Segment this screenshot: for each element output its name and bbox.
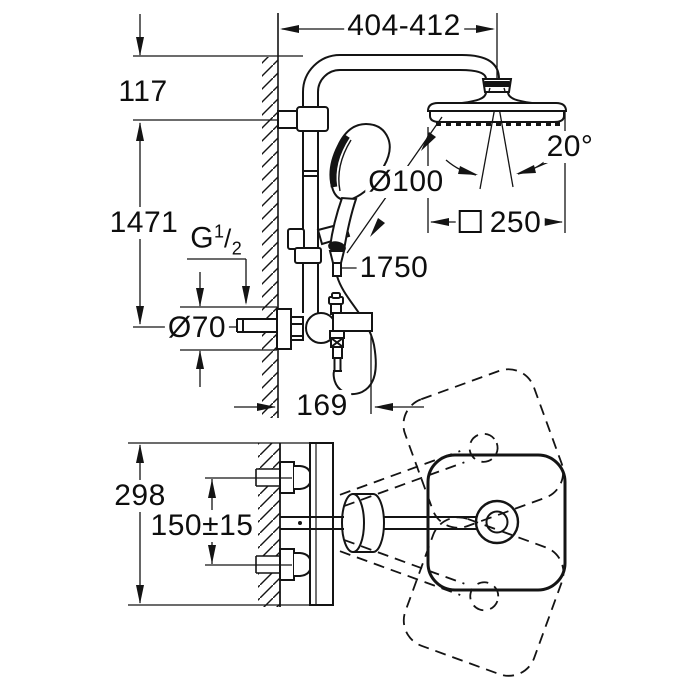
wall-section-front xyxy=(262,13,279,418)
head-shower xyxy=(426,78,568,126)
dim-arm-drop-label: 117 xyxy=(115,76,171,108)
spray-nozzles xyxy=(436,122,560,126)
dim-connection-spacing-label: 150±15 xyxy=(147,510,257,542)
dim-hose-length-label: 1750 xyxy=(356,252,432,284)
thread-numerator: 1 xyxy=(214,221,225,242)
dim-head-swivel-angle-label: 20° xyxy=(543,131,597,163)
dim-valve-total-width-label: 298 xyxy=(111,480,169,512)
dim-arm-reach-label: 404-412 xyxy=(344,10,464,42)
thread-size-label: G1/2 xyxy=(187,222,245,259)
head-shower-size-value: 250 xyxy=(489,206,542,239)
thread-prefix: G xyxy=(190,221,215,255)
swivel-range-dashed xyxy=(339,368,565,677)
dim-hand-shower-diameter-label: Ø100 xyxy=(365,166,447,198)
dim-escutcheon-diameter-label: Ø70 xyxy=(164,312,230,344)
rail-wall-bracket xyxy=(277,106,329,132)
wall-section-plan xyxy=(258,443,281,607)
hose-nut xyxy=(328,241,346,253)
front-view xyxy=(133,13,568,418)
dim-head-shower-size-label: 250 xyxy=(455,206,545,239)
plan-view xyxy=(128,368,567,677)
dimension-arrows-front xyxy=(136,25,563,411)
thermostat-plan xyxy=(279,442,477,606)
hand-shower-face xyxy=(330,134,350,188)
thermostat-valve xyxy=(236,292,373,372)
thread-slash: / xyxy=(224,223,232,254)
head-shower-plan xyxy=(426,453,567,592)
ball-joint-knurl xyxy=(484,81,510,87)
dim-rail-height-label: 1471 xyxy=(106,207,182,239)
shower-pipe xyxy=(302,54,500,313)
thread-denominator: 2 xyxy=(231,238,242,259)
dim-valve-depth-label: 169 xyxy=(293,390,351,422)
dimension-arrows-plan xyxy=(136,444,216,604)
square-symbol xyxy=(458,210,482,233)
